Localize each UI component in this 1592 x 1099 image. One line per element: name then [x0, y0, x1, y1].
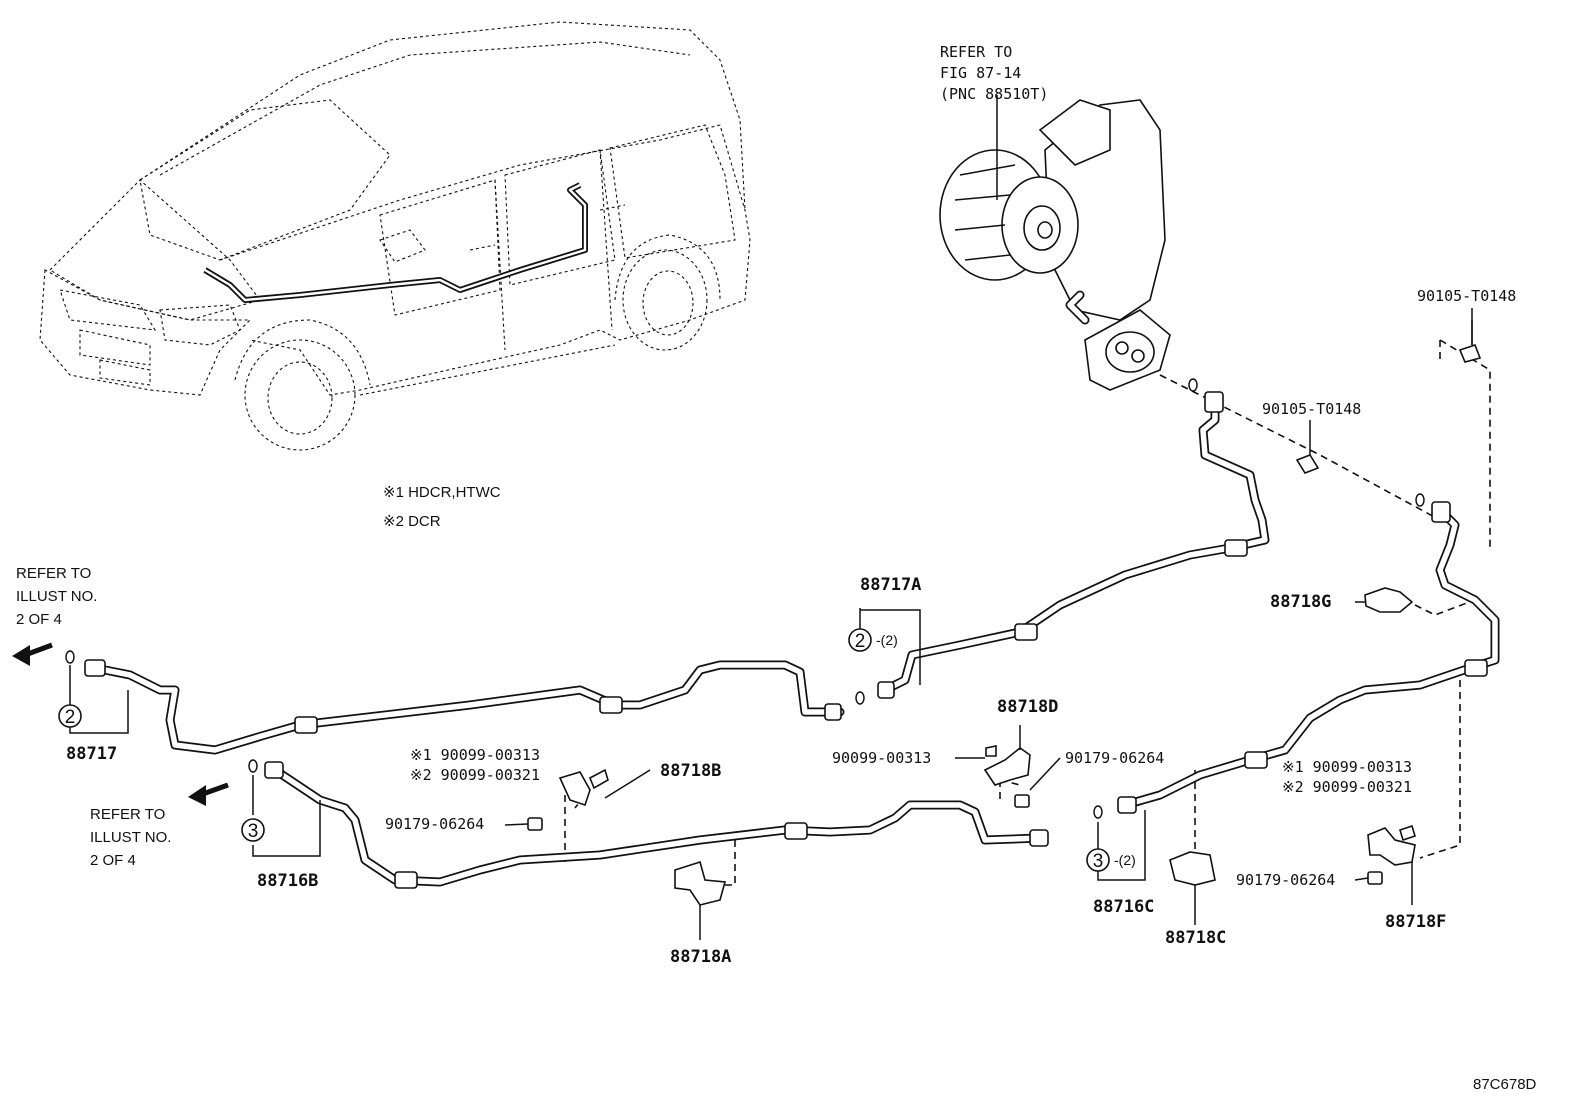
- qty-3a: -(2): [1114, 852, 1136, 868]
- part-88718A: 88718A: [670, 947, 731, 967]
- refer-illust-top-line1: REFER TO: [16, 565, 91, 582]
- callout-right-nut: 90179-06264: [1236, 871, 1335, 889]
- note-1: ※1 HDCR,HTWC: [383, 484, 501, 501]
- pipe-88717: [90, 660, 845, 755]
- part-88718G: 88718G: [1270, 592, 1331, 612]
- circle-label-3a: 3: [1093, 851, 1104, 872]
- refer-illust-bottom-line3: 2 OF 4: [90, 852, 136, 869]
- refer-illust-bottom-line1: REFER TO: [90, 806, 165, 823]
- refer-illust-bottom-line2: ILLUST NO.: [90, 829, 171, 846]
- label-leaders: [69, 308, 1473, 940]
- part-88718D: 88718D: [997, 697, 1058, 717]
- circle-label-2a: 2: [855, 631, 866, 652]
- clamps: [527, 320, 1482, 906]
- part-88717: 88717: [66, 744, 117, 764]
- callout-left-b: ※2 90099-00321: [410, 766, 540, 784]
- refer-fig-line2: FIG 87-14: [940, 64, 1021, 82]
- part-88717A: 88717A: [860, 575, 921, 595]
- callout-right-a: ※1 90099-00313: [1282, 758, 1412, 776]
- note-2: ※2 DCR: [383, 513, 441, 530]
- part-bolt-top: 90105-T0148: [1417, 287, 1516, 305]
- part-88718F: 88718F: [1385, 912, 1446, 932]
- pipe-88717A: [880, 395, 1270, 695]
- callout-right-b: ※2 90099-00321: [1282, 778, 1412, 796]
- callout-left-a: ※1 90099-00313: [410, 746, 540, 764]
- part-88718C: 88718C: [1165, 928, 1226, 948]
- part-88718B: 88718B: [660, 761, 721, 781]
- refer-fig-line1: REFER TO: [940, 43, 1012, 61]
- qty-2a: -(2): [876, 632, 898, 648]
- vehicle-illustration: [39, 21, 751, 451]
- part-88716C: 88716C: [1093, 897, 1154, 917]
- part-bolt-mid: 90105-T0148: [1262, 400, 1361, 418]
- o-rings: [65, 378, 1425, 819]
- circle-label-3: 3: [248, 821, 259, 842]
- callout-center-nut: 90179-06264: [1065, 749, 1164, 767]
- refer-fig-line3: (PNC 88510T): [940, 85, 1048, 103]
- pipe-88716B: [270, 765, 1045, 887]
- refer-illust-top-line2: ILLUST NO.: [16, 588, 97, 605]
- circle-callouts: [58, 628, 1110, 872]
- pipe-fittings: [84, 391, 1488, 889]
- part-88716B: 88716B: [257, 871, 318, 891]
- footer-code: 87C678D: [1473, 1076, 1537, 1093]
- callout-center-bolt: 90099-00313: [832, 749, 931, 767]
- refer-illust-top-line3: 2 OF 4: [16, 611, 62, 628]
- circle-label-2: 2: [65, 707, 76, 728]
- heater-blower-unit: [939, 99, 1171, 391]
- refer-arrows: [12, 642, 229, 806]
- callout-left-nut: 90179-06264: [385, 815, 484, 833]
- pipe-88716C: [1120, 505, 1500, 810]
